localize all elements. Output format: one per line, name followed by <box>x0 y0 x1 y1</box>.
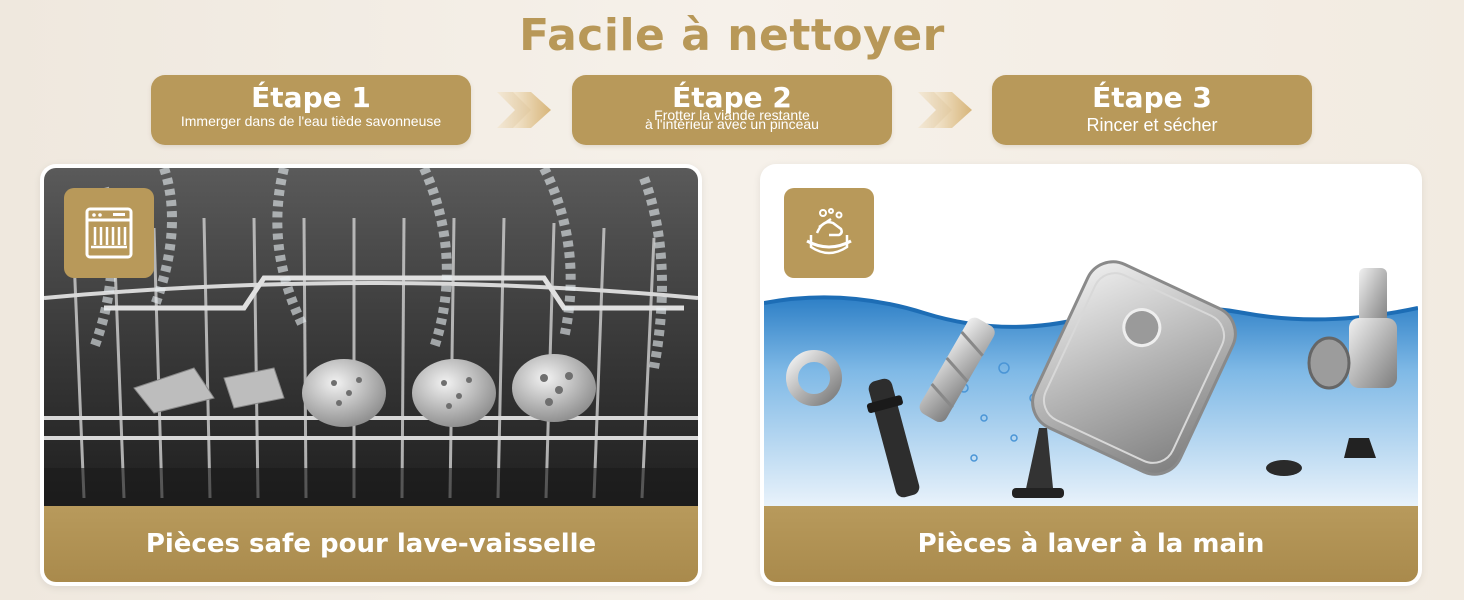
step-2-desc-line-1: Frotter la viande restante <box>654 107 810 123</box>
dishwasher-icon <box>85 207 133 259</box>
step-3-desc: Rincer et sécher <box>1086 115 1218 135</box>
chevron-right-icon <box>918 92 972 128</box>
dishwasher-caption: Pièces safe pour lave-vaisselle <box>44 506 698 582</box>
step-1-title: Étape 1 <box>251 81 371 114</box>
step-2: Étape 2 Frotter la viande restante à l'i… <box>572 75 892 145</box>
step-1-desc: Immerger dans de l'eau tiède savonneuse <box>180 113 442 129</box>
step-2-desc-line-2: à l'intérieur avec un pinceau <box>645 116 819 132</box>
dishwasher-badge <box>64 188 154 278</box>
hand-wash-badge <box>784 188 874 278</box>
hand-wash-parts-photo <box>764 168 1418 508</box>
step-3-title: Étape 3 <box>1092 81 1212 114</box>
dishwasher-rack-photo <box>44 168 698 508</box>
page-title: Facile à nettoyer <box>519 10 945 61</box>
step-1: Étape 1 Immerger dans de l'eau tiède sav… <box>151 75 471 145</box>
chevron-right-icon <box>497 92 551 128</box>
dishwasher-card: Pièces safe pour lave-vaisselle <box>40 164 702 586</box>
step-2-title: Étape 2 <box>672 81 792 114</box>
step-3: Étape 3 Rincer et sécher <box>992 75 1312 145</box>
hand-wash-card: Pièces à laver à la main <box>760 164 1422 586</box>
hand-wash-caption: Pièces à laver à la main <box>764 506 1418 582</box>
hand-wash-icon <box>806 208 852 255</box>
